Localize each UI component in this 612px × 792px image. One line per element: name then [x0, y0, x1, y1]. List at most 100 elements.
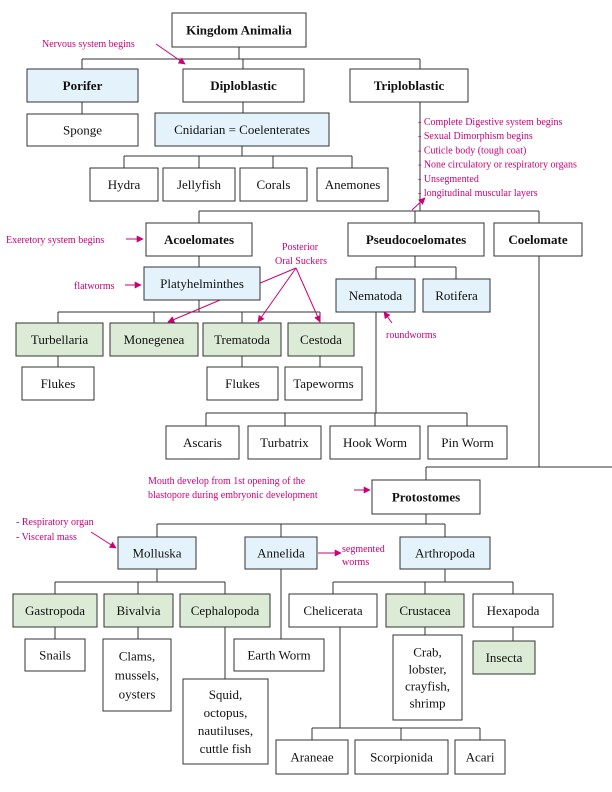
node-box: [154, 112, 330, 147]
node-box: [117, 536, 197, 570]
node-label: Hydra: [108, 177, 141, 192]
node-label: oysters: [119, 687, 156, 702]
node-box: [275, 739, 349, 775]
node-box: [89, 167, 159, 202]
annotation-mouth-development: Mouth develop from 1st opening of the: [148, 476, 306, 487]
node-box: [143, 266, 261, 301]
node-label: Triploblastic: [374, 78, 445, 93]
annotation-flatworms: flatworms: [74, 281, 115, 292]
node-box: [233, 638, 325, 672]
node-box: [12, 593, 98, 628]
node-label: cuttle fish: [200, 741, 252, 756]
node-cephalopoda: Cephalopoda: [179, 593, 271, 628]
node-label: Diploblastic: [210, 78, 277, 93]
node-porifer: Porifer: [26, 68, 139, 103]
node-insecta: Insecta: [472, 640, 536, 675]
node-label: Acoelomates: [164, 232, 234, 247]
node-label: Acari: [466, 750, 495, 765]
node-label: Coelomate: [508, 232, 567, 247]
node-label: Cnidarian = Coelenterates: [174, 122, 310, 137]
node-nematoda: Nematoda: [335, 278, 416, 313]
node-pseudocoelomates: Pseudocoelomates: [347, 222, 485, 257]
node-flukes1: Flukes: [21, 366, 95, 401]
node-box: [162, 167, 236, 202]
node-snails: Snails: [24, 638, 86, 672]
node-label: Tapeworms: [293, 376, 353, 391]
node-label: Kingdom Animalia: [186, 23, 292, 38]
node-box: [472, 593, 554, 628]
node-label: Crab,: [413, 645, 442, 660]
node-label: Snails: [39, 648, 71, 663]
node-box: [102, 638, 172, 712]
node-label: Clams,: [119, 649, 155, 664]
node-label: Molluska: [132, 546, 181, 561]
node-hydra: Hydra: [89, 167, 159, 202]
node-annelida: Annelida: [244, 536, 318, 570]
node-turbatrix: Turbatrix: [247, 425, 322, 460]
node-label: shrimp: [409, 696, 445, 711]
node-label: Rotifera: [435, 288, 478, 303]
node-hookworm: Hook Worm: [329, 425, 421, 460]
node-label: Trematoda: [214, 332, 270, 347]
node-box: [239, 167, 308, 202]
node-tapeworms: Tapeworms: [284, 366, 363, 401]
node-box: [399, 536, 491, 570]
node-box: [244, 536, 318, 570]
node-box: [287, 322, 355, 357]
node-trematoda: Trematoda: [202, 322, 282, 357]
annotation-triploblastic-feature: - None circulatory or respiratory organs: [418, 160, 577, 171]
node-box: [182, 68, 305, 103]
node-label: Pseudocoelomates: [366, 232, 466, 247]
annotation-triploblastic-feature: - Sexual Dimorphism begins: [418, 131, 533, 142]
node-gastropoda: Gastropoda: [12, 593, 98, 628]
node-araneae: Araneae: [275, 739, 349, 775]
annotation-respiratory-organ: - Respiratory organ: [16, 517, 94, 528]
node-box: [422, 278, 491, 313]
node-box: [145, 222, 253, 257]
annotation-triploblastic-feature: - Cuticle body (tough coat): [418, 145, 526, 156]
node-label: Hook Worm: [343, 435, 407, 450]
node-label: Arthropoda: [415, 546, 475, 561]
node-turbellaria: Turbellaria: [15, 322, 104, 357]
annotation-excretory-system: Exeretory system begins: [6, 235, 104, 246]
node-label: Nematoda: [349, 288, 403, 303]
node-crustacea: Crustacea: [385, 593, 465, 628]
node-label: Jellyfish: [177, 177, 222, 192]
annotation-oral-suckers: Oral Suckers: [275, 256, 327, 267]
node-label: Platyhelminthes: [160, 276, 244, 291]
node-label: Scorpionida: [370, 750, 433, 765]
node-box: [385, 593, 465, 628]
node-chelicerata: Chelicerata: [288, 593, 378, 628]
node-box: [171, 12, 307, 48]
annotation-worms: worms: [342, 557, 369, 568]
node-platyhelminthes: Platyhelminthes: [143, 266, 261, 301]
node-label: Earth Worm: [247, 648, 310, 663]
node-flukes2: Flukes: [206, 366, 279, 401]
node-sponge: Sponge: [26, 113, 139, 147]
node-box: [329, 425, 421, 460]
annotation-blastopore: blastopore during embryonic development: [148, 490, 318, 501]
node-label: Corals: [257, 177, 291, 192]
node-box: [15, 322, 104, 357]
node-box: [202, 322, 282, 357]
node-box: [288, 593, 378, 628]
node-label: octopus,: [204, 705, 248, 720]
node-ascaris: Ascaris: [165, 425, 240, 460]
node-acoelomates: Acoelomates: [145, 222, 253, 257]
node-box: [179, 593, 271, 628]
node-jellyfish: Jellyfish: [162, 167, 236, 202]
node-box: [21, 366, 95, 401]
node-label: Cephalopoda: [191, 603, 260, 618]
node-box: [24, 638, 86, 672]
annotation-visceral-mass: - Visceral mass: [16, 532, 77, 543]
node-label: Annelida: [257, 546, 305, 561]
node-corals: Corals: [239, 167, 308, 202]
node-label: Gastropoda: [25, 603, 85, 618]
annotations: Nervous system begins- Complete Digestiv…: [6, 39, 577, 568]
annotation-arrow: [155, 43, 186, 65]
node-protostomes: Protostomes: [371, 479, 481, 515]
annotation-triploblastic-feature: - Complete Digestive system begins: [418, 117, 563, 128]
node-box: [335, 278, 416, 313]
